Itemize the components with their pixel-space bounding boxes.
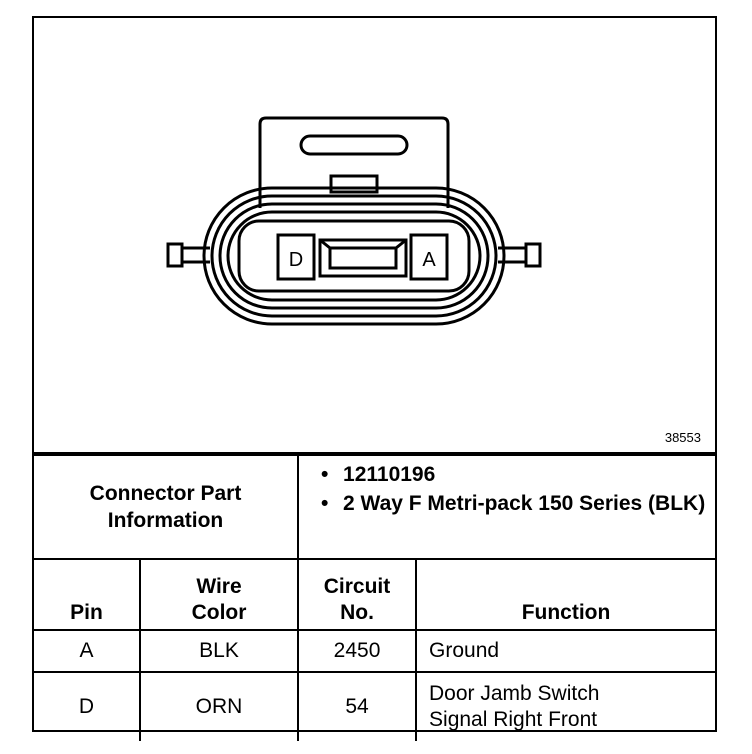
connector-illustration: D A [166, 116, 542, 326]
function-cell: Door Jamb Switch Signal Right Front [415, 671, 716, 741]
pin-label-d: D [289, 249, 303, 271]
latch-slot [299, 134, 409, 156]
header-wire-color: Wire Color [138, 558, 300, 631]
pin-cell: D [34, 671, 141, 741]
table-header-row: Pin Wire Color Circuit No. Function [34, 558, 716, 631]
cavity-d [276, 233, 316, 281]
center-key-inner [328, 246, 398, 270]
wire-color-cell: BLK [138, 629, 300, 673]
figure-number: 38553 [664, 430, 701, 445]
function-cell: Ground [415, 629, 716, 673]
wire-color-cell: ORN [138, 671, 300, 741]
right-ear [524, 242, 542, 268]
housing-ring-3 [218, 202, 490, 310]
part-info-label: Connector Part Information [34, 454, 300, 560]
housing-ring-4 [226, 210, 482, 302]
header-function: Function [415, 558, 716, 631]
pin-cell: A [34, 629, 141, 673]
circuit-cell: 2450 [297, 629, 418, 673]
left-ear [166, 242, 184, 268]
connector-table: Connector Part Information 12110196 2 Wa… [34, 454, 716, 741]
connector-latch [258, 116, 450, 208]
table-row: D ORN 54 Door Jamb Switch Signal Right F… [34, 671, 716, 741]
connector-sheet: D A 38553 Connector Part Information 121… [32, 16, 717, 741]
housing-outer [202, 186, 506, 326]
part-info-values: 12110196 2 Way F Metri-pack 150 Series (… [297, 454, 716, 560]
circuit-cell: 54 [297, 671, 418, 741]
header-circuit: Circuit No. [297, 558, 418, 631]
latch-tab [329, 174, 379, 194]
cavity-a [409, 233, 449, 281]
part-info-row: Connector Part Information 12110196 2 Wa… [34, 454, 716, 560]
pin-label-a: A [422, 249, 436, 271]
part-number: 12110196 [321, 462, 715, 488]
table-row: A BLK 2450 Ground [34, 629, 716, 673]
housing-face [237, 219, 471, 293]
connector-drawing: D A 38553 [34, 18, 715, 454]
part-description: 2 Way F Metri-pack 150 Series (BLK) [321, 491, 715, 517]
housing-ring-2 [210, 194, 498, 318]
header-pin: Pin [34, 558, 141, 631]
center-key-outer [318, 238, 408, 278]
